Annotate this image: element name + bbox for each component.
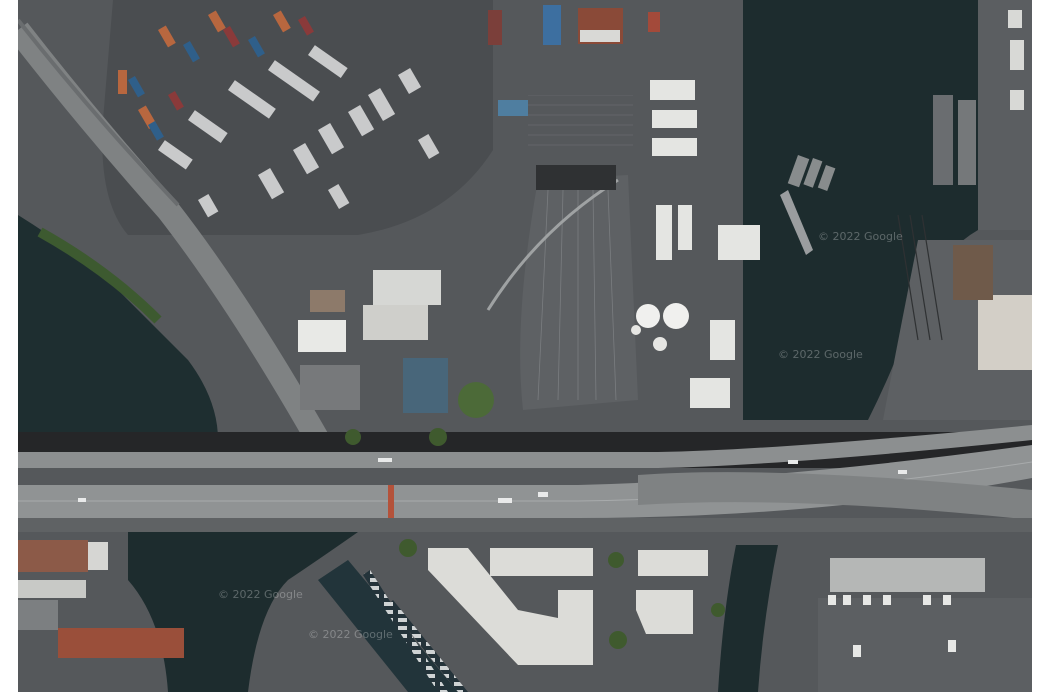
map-watermark: © 2022 Google: [818, 230, 903, 243]
map-watermark: © 2022 Google: [778, 348, 863, 361]
map-watermark: © 2022 Google: [308, 628, 393, 641]
container-yard: [102, 0, 494, 235]
waterway-lower: [128, 532, 358, 692]
container-stacks: [488, 5, 660, 45]
map-watermark: © 2022 Google: [218, 588, 303, 601]
rail-yard: [520, 175, 638, 410]
waterway-right: [743, 0, 978, 420]
warehouse-buildings: [298, 100, 528, 413]
distribution-warehouse: [830, 558, 985, 592]
shipyard-buildings: [18, 540, 184, 658]
highway-overpass: [18, 425, 1032, 532]
rail-corridor: [18, 22, 329, 446]
waterway-left: [18, 215, 218, 440]
office-buildings: [428, 548, 708, 665]
right-yard: [978, 0, 1032, 230]
satellite-map[interactable]: © 2022 Google © 2022 Google © 2022 Googl…: [18, 0, 1032, 692]
storage-tanks: [631, 303, 689, 351]
